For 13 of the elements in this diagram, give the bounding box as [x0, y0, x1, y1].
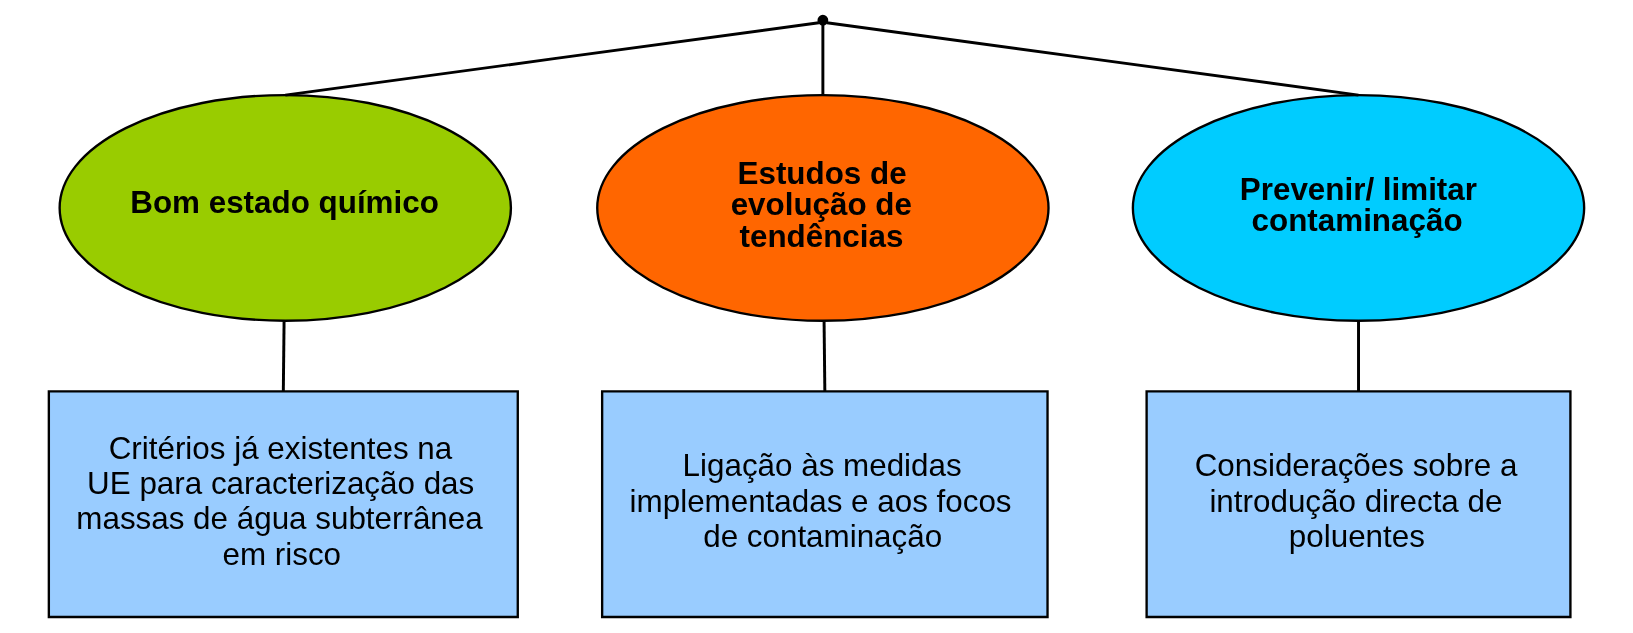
- connector: [821, 24, 825, 96]
- node-box: Considerações sobre a introdução directa de poluentes: [1145, 390, 1572, 619]
- connector: [826, 21, 1359, 97]
- node-ellipse: Estudos de evolução de tendências: [596, 93, 1050, 322]
- connector: [822, 321, 827, 392]
- node-box: Critérios já existentes na UE para caracterização das massas de água subterrânea em risco: [47, 390, 519, 619]
- connector: [281, 321, 286, 392]
- node-ellipse: Prevenir/ limitar contaminação: [1131, 93, 1586, 322]
- node-box: Ligação às medidas implementadas e aos focos de contaminação: [600, 390, 1049, 619]
- connector: [1357, 321, 1360, 392]
- connector: [285, 21, 820, 97]
- node-point: [817, 14, 829, 26]
- node-ellipse: Bom estado químico: [58, 93, 513, 322]
